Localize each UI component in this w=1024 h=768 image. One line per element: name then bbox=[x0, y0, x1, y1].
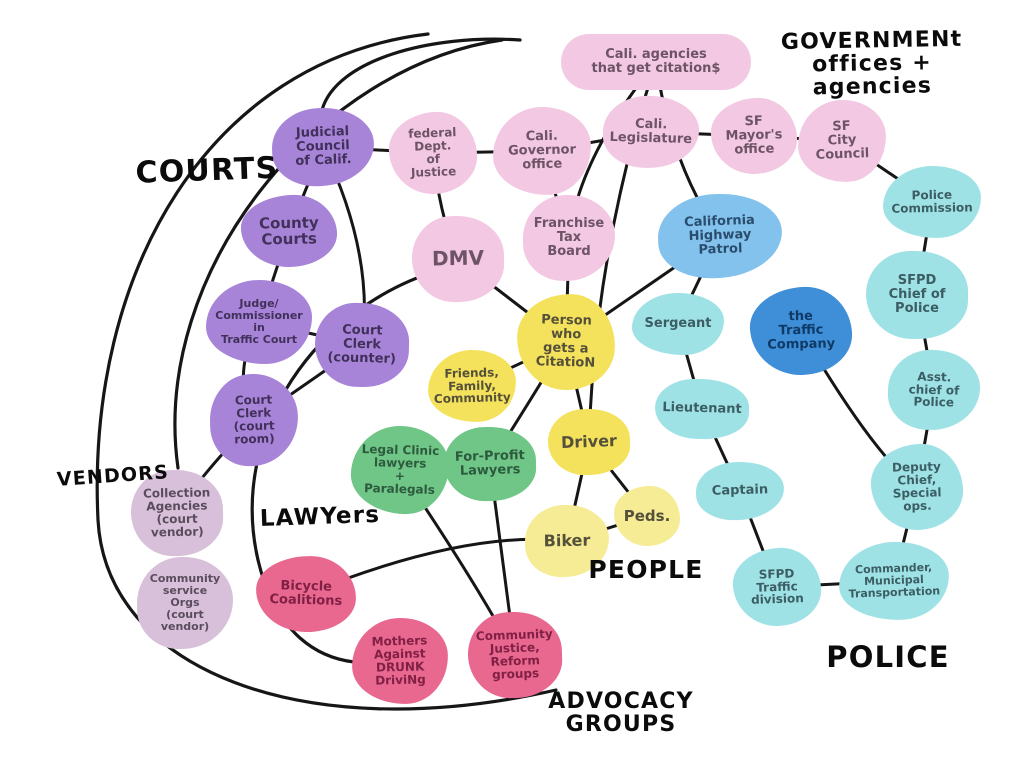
group-label-advocacy: ADVOCACY GROUPS bbox=[548, 688, 694, 737]
node-community-service-orgs: Community service Orgs (court vendor) bbox=[137, 557, 233, 649]
node-court-clerk-counter: Court Clerk (counter) bbox=[313, 301, 411, 389]
group-label-government: GOVERNMENt offices + agencies bbox=[780, 26, 963, 101]
arc-outer-left-sweep bbox=[95, 32, 558, 711]
group-label-courts: COURTS bbox=[134, 150, 280, 191]
node-sfpd-chief: SFPD Chief of Police bbox=[866, 251, 968, 339]
node-dmv: DMV bbox=[411, 215, 505, 303]
group-label-police: POLICE bbox=[826, 639, 950, 674]
node-lieutenant: Lieutenant bbox=[654, 377, 750, 441]
group-label-lawyers: LAWYers bbox=[259, 501, 381, 533]
group-label-people: PEOPLE bbox=[588, 554, 704, 584]
arc-inner-left-sweep bbox=[173, 38, 504, 470]
node-judge-commissioner: Judge/ Commissioner in Traffic Court bbox=[206, 280, 312, 364]
node-community-justice: Community Justice, Reform groups bbox=[466, 610, 564, 700]
node-peds: Peds. bbox=[614, 486, 680, 546]
node-cali-agencies: Cali. agencies that get citation$ bbox=[561, 34, 751, 90]
node-franchise-tax-board: Franchise Tax Board bbox=[523, 195, 615, 281]
node-for-profit-lawyers: For-Profit Lawyers bbox=[443, 425, 537, 503]
arc-top-center-sweep bbox=[320, 37, 522, 112]
node-sergeant: Sergeant bbox=[632, 293, 724, 355]
